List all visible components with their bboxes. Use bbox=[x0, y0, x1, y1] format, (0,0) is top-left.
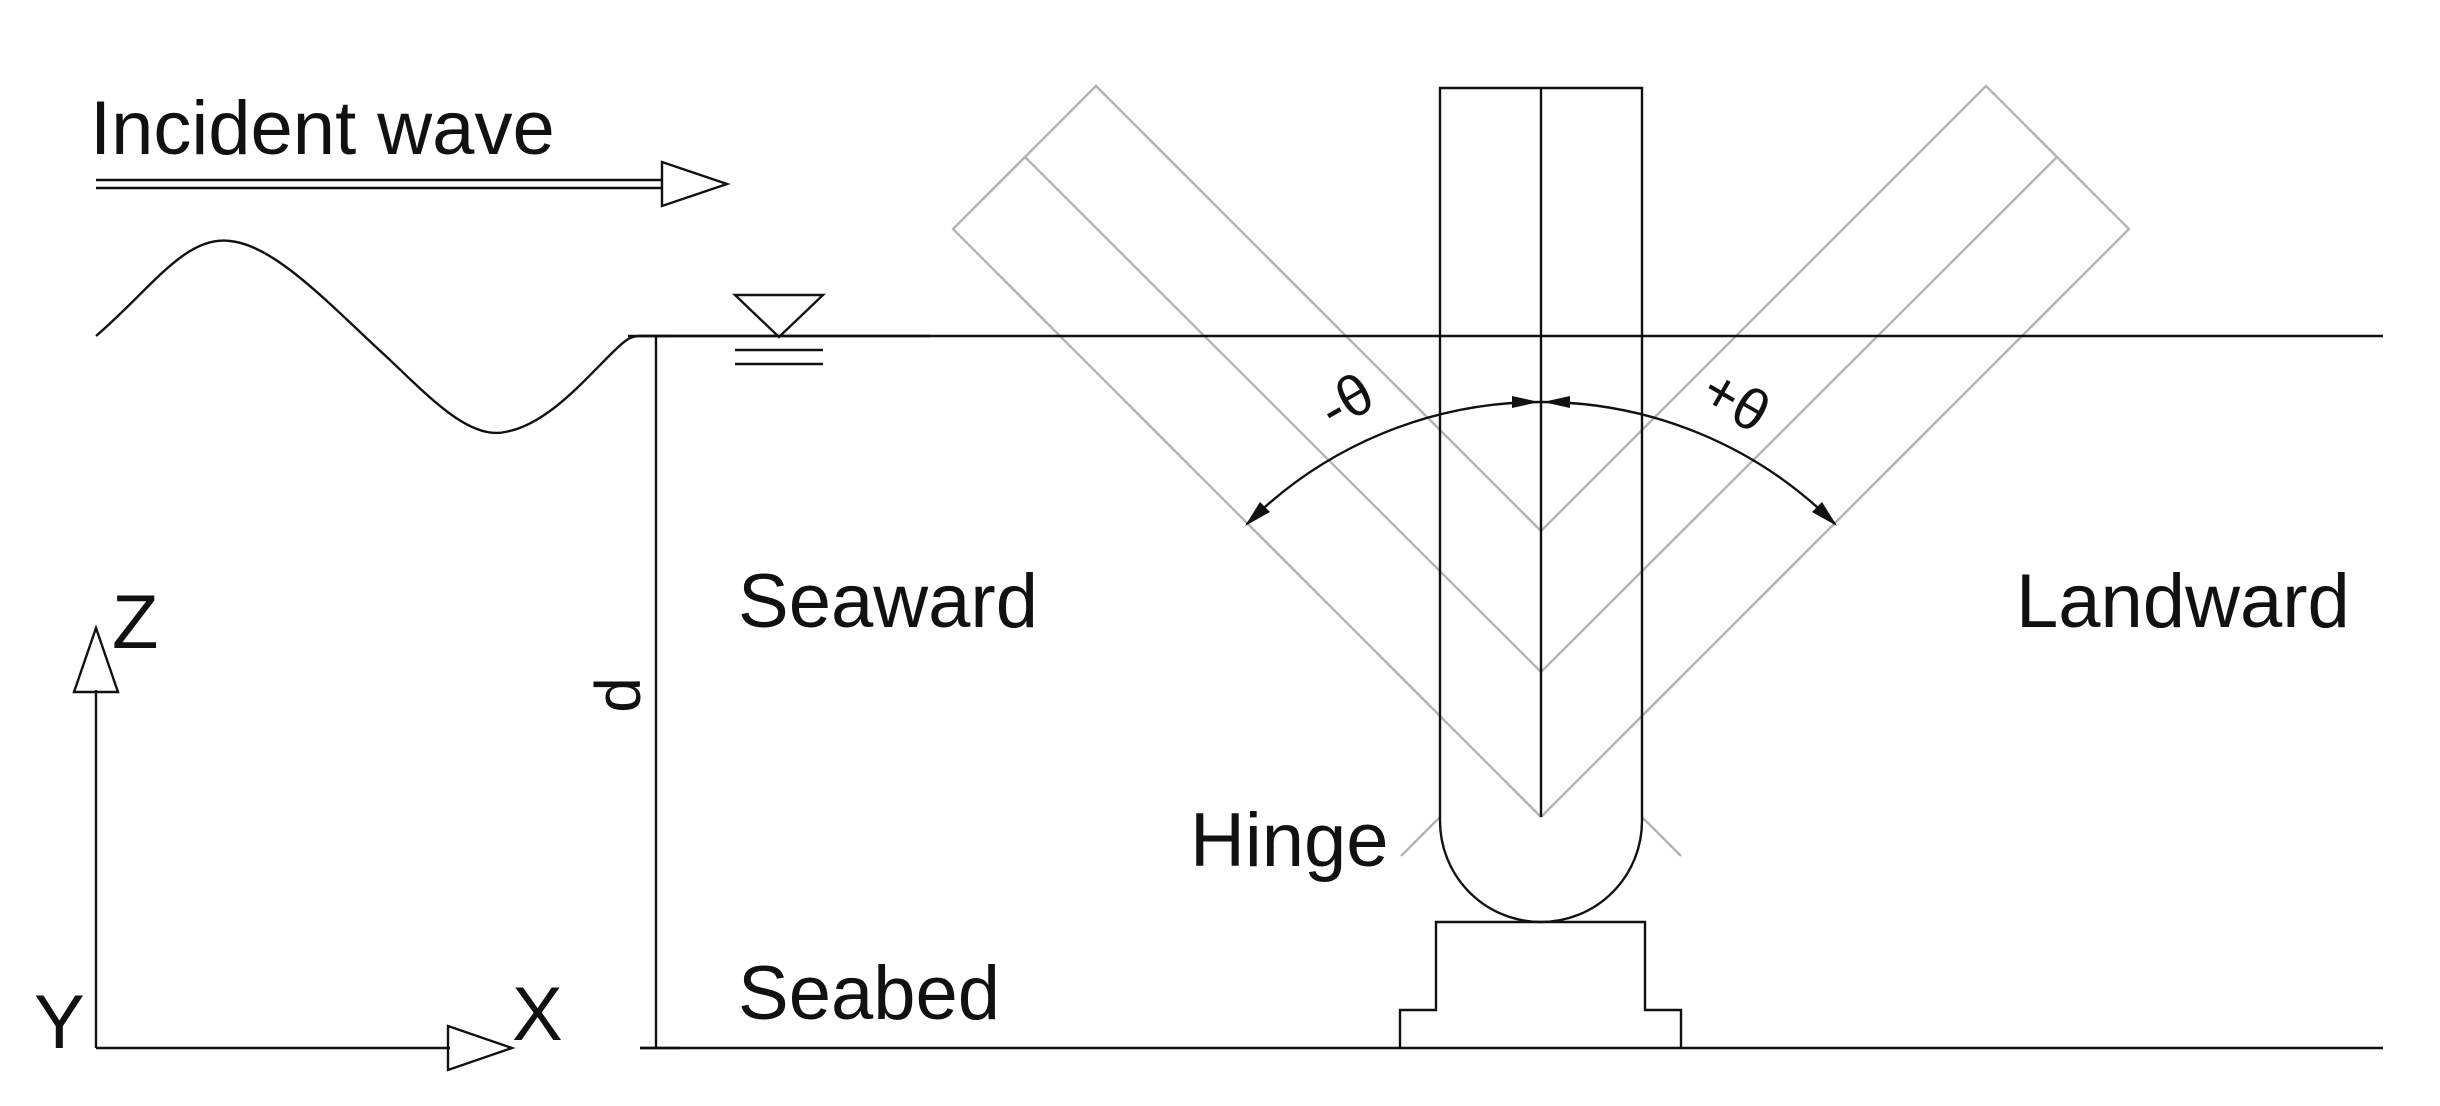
seaward-label: Seaward bbox=[738, 559, 1038, 644]
water-level-symbol bbox=[732, 293, 826, 366]
angle-positive-label: +θ bbox=[1691, 356, 1781, 445]
rotated-flap-outline-seaward bbox=[951, 84, 1542, 818]
rotated-flap-outline-landward bbox=[1540, 84, 2131, 818]
incident-wave-label: Incident wave bbox=[90, 86, 555, 171]
hinge-label: Hinge bbox=[1190, 798, 1389, 883]
vertical-flap bbox=[1438, 86, 1644, 924]
landward-label: Landward bbox=[2016, 559, 2350, 644]
wave-profile bbox=[95, 239, 930, 435]
axis-z-label: Z bbox=[112, 580, 158, 665]
depth-label: d bbox=[582, 677, 654, 713]
flap-base-foundation bbox=[1398, 920, 1683, 1048]
rotated-flap-rounded-ends bbox=[1400, 816, 1682, 857]
angle-negative-label: -θ bbox=[1308, 360, 1385, 442]
axis-x-label: X bbox=[512, 972, 563, 1057]
incident-wave-arrow bbox=[96, 160, 731, 208]
coordinate-axes bbox=[72, 624, 516, 1072]
angle-arc-positive bbox=[1540, 396, 1837, 526]
angle-arc-negative bbox=[1245, 396, 1542, 526]
axis-y-label: Y bbox=[34, 980, 85, 1065]
seabed-label: Seabed bbox=[738, 951, 1000, 1036]
